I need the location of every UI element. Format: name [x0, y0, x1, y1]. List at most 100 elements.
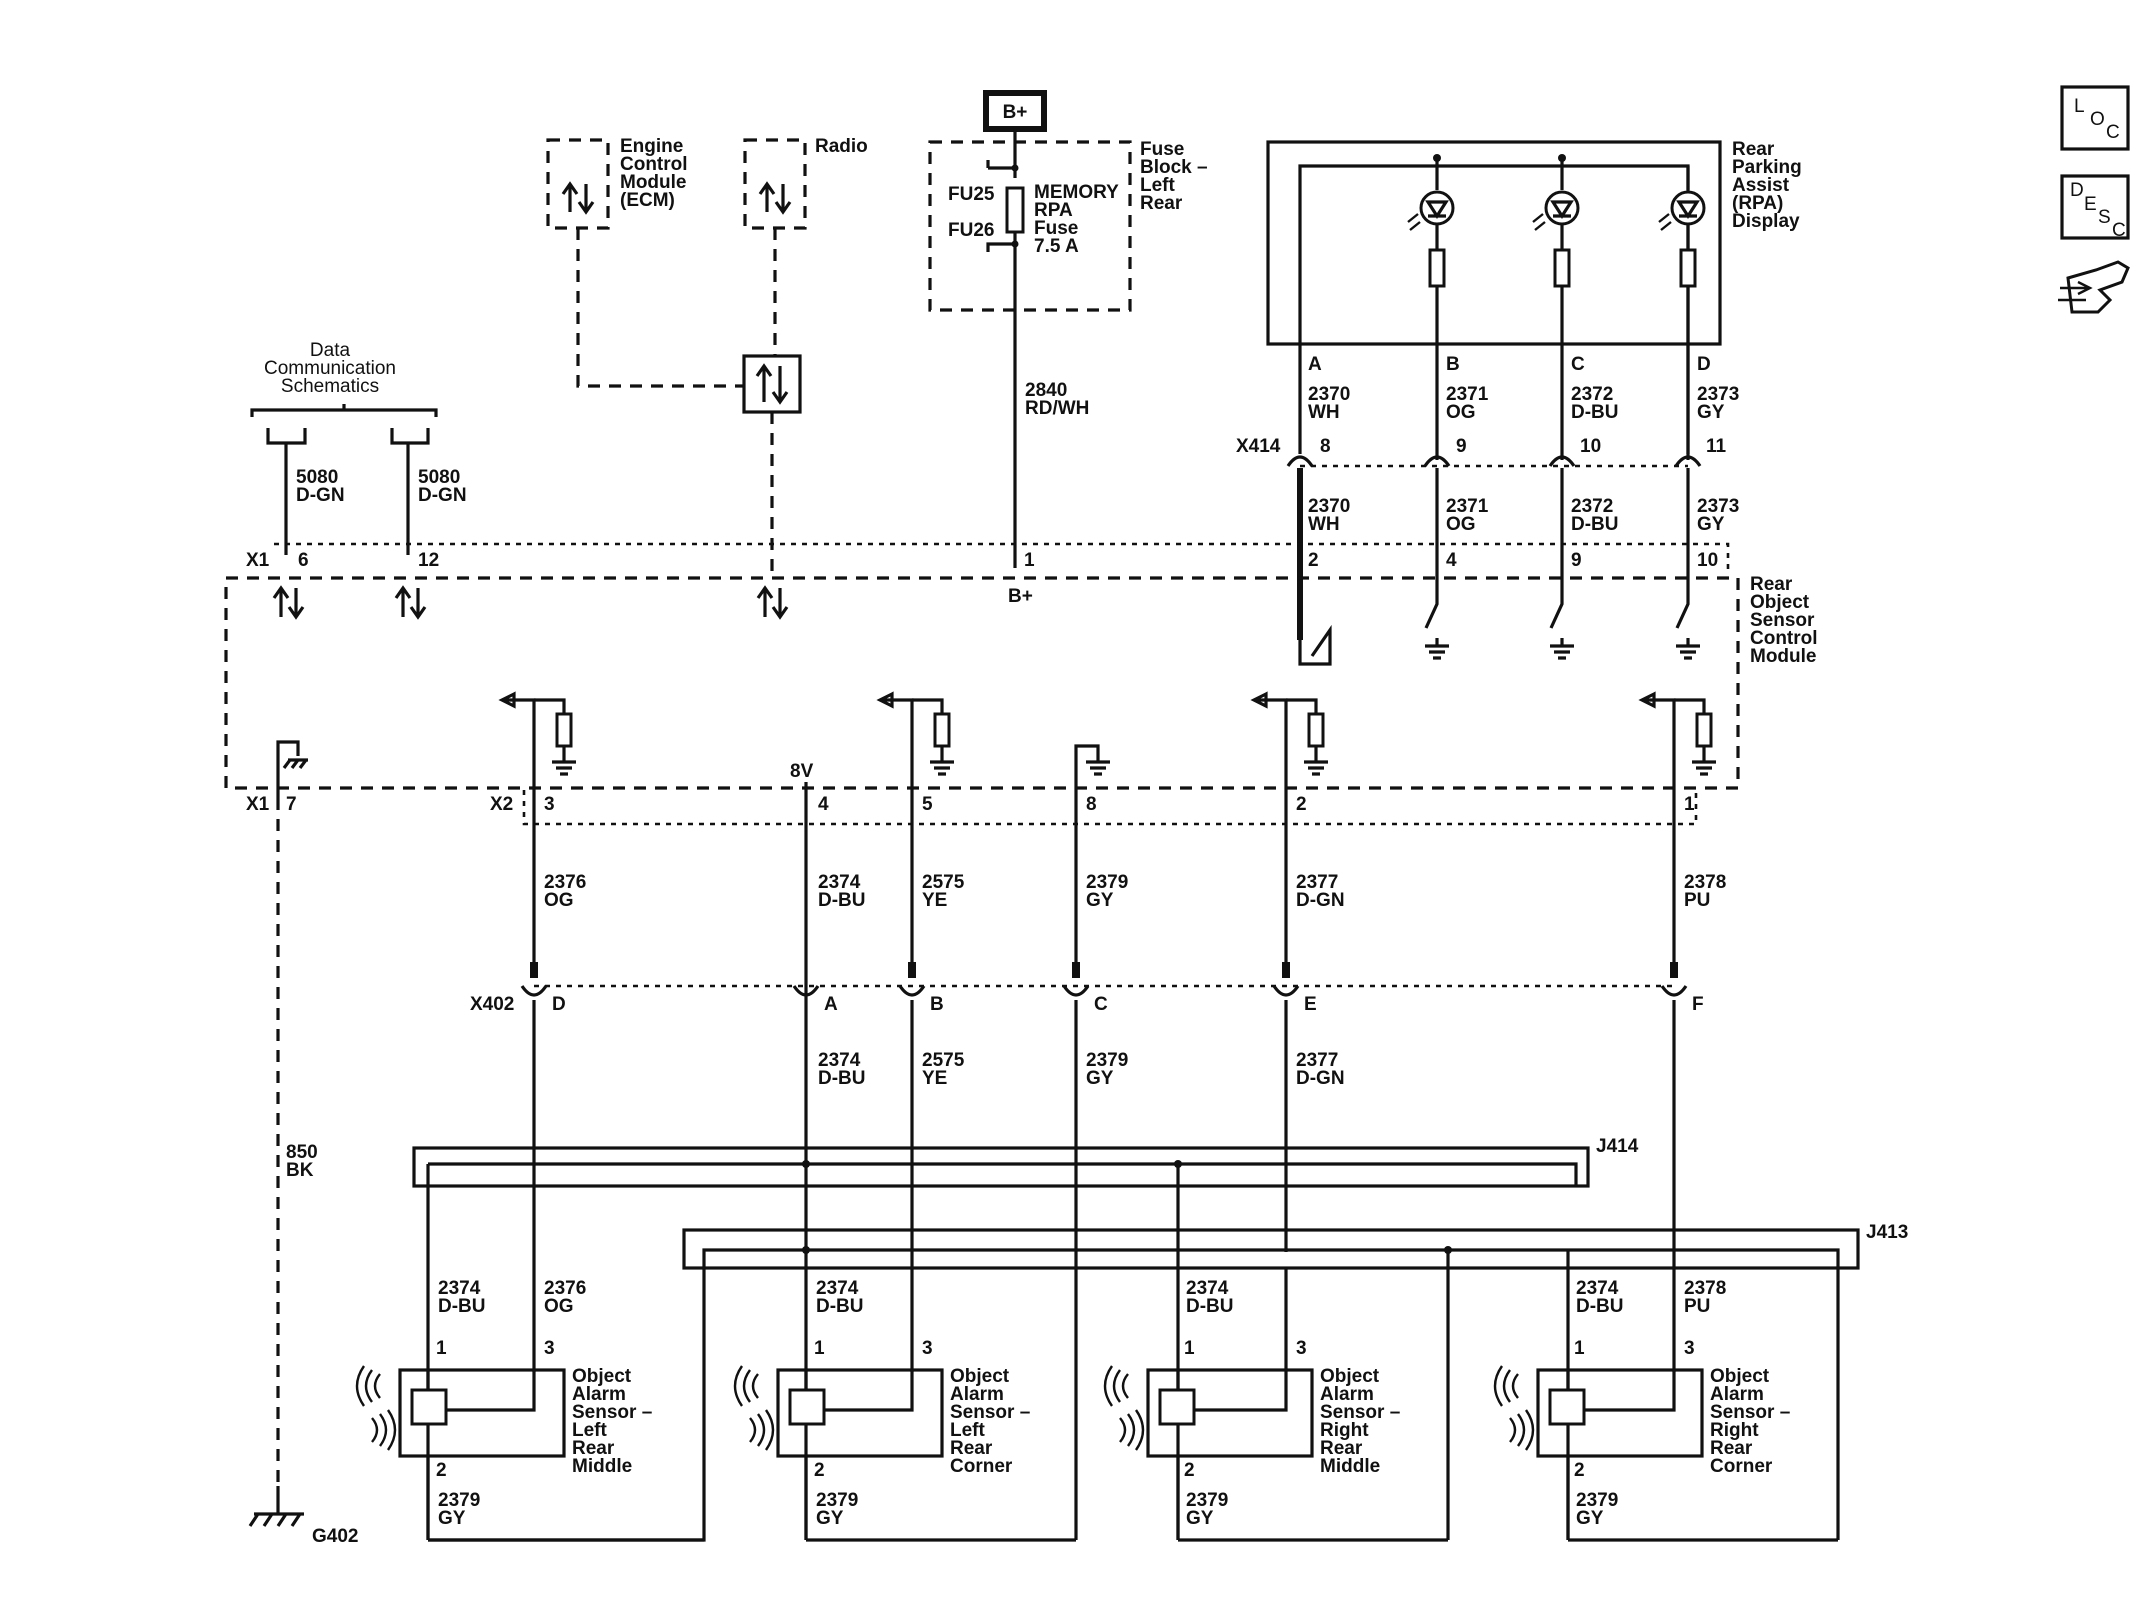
x1-top-label: X1 — [246, 550, 270, 571]
svg-text:2379: 2379 — [1576, 1490, 1618, 1511]
svg-text:1: 1 — [1184, 1338, 1195, 1359]
svg-text:Object: Object — [1320, 1366, 1380, 1387]
x2-wires — [532, 798, 1676, 962]
svg-text:Middle: Middle — [572, 1456, 632, 1477]
svg-text:E: E — [2084, 194, 2097, 215]
svg-text:Corner: Corner — [950, 1456, 1013, 1477]
svg-text:Object: Object — [950, 1366, 1010, 1387]
svg-text:Object: Object — [1710, 1366, 1770, 1387]
svg-text:OG: OG — [544, 890, 574, 911]
svg-text:Fuse: Fuse — [1140, 139, 1184, 160]
svg-text:PU: PU — [1684, 890, 1710, 911]
svg-text:2: 2 — [1184, 1460, 1195, 1481]
wire-5080-a-label: 5080 D-GN — [296, 467, 345, 506]
svg-text:1: 1 — [1684, 794, 1695, 815]
svg-text:2374: 2374 — [816, 1278, 859, 1299]
svg-text:C: C — [2112, 220, 2126, 241]
svg-text:D-BU: D-BU — [1571, 402, 1619, 423]
svg-text:1: 1 — [814, 1338, 825, 1359]
x1-bottom-label: X1 — [246, 794, 270, 815]
svg-text:E: E — [1304, 994, 1317, 1015]
svg-text:4: 4 — [1446, 550, 1457, 571]
svg-text:GY: GY — [1697, 402, 1725, 423]
svg-text:Parking: Parking — [1732, 157, 1802, 178]
j413-splice — [682, 1228, 1860, 1270]
x402-terminals — [520, 962, 1688, 997]
svg-text:3: 3 — [1684, 1338, 1695, 1359]
x402-wire-labels: 2374 D-BU 2575 YE 2379 GY 2377 D-GN — [818, 1050, 1345, 1089]
sensor-right-rear-corner — [1493, 1365, 1704, 1458]
svg-text:2372: 2372 — [1571, 496, 1613, 517]
svg-text:L: L — [2074, 96, 2085, 117]
svg-text:MEMORY: MEMORY — [1034, 182, 1119, 203]
svg-text:2: 2 — [814, 1460, 825, 1481]
svg-text:GY: GY — [1576, 1508, 1604, 1529]
svg-text:Fuse: Fuse — [1034, 218, 1078, 239]
svg-text:D-BU: D-BU — [816, 1296, 864, 1317]
led-2-icon — [1532, 190, 1580, 460]
gateway-arrows-icon — [755, 363, 789, 405]
description-icon[interactable]: D E S C — [2060, 174, 2130, 241]
svg-text:Module: Module — [620, 172, 687, 193]
svg-text:Data: Data — [310, 340, 351, 361]
module-arrows-3-icon — [756, 585, 789, 620]
svg-text:2371: 2371 — [1446, 384, 1489, 405]
svg-text:8: 8 — [1086, 794, 1097, 815]
svg-text:2374: 2374 — [1186, 1278, 1229, 1299]
ground-return-wires — [426, 1456, 1838, 1542]
rosm-box — [224, 576, 1740, 790]
svg-text:Communication: Communication — [264, 358, 396, 379]
rpa-pins: A B C D — [1308, 354, 1711, 375]
svg-text:BK: BK — [286, 1160, 314, 1181]
svg-text:Rear: Rear — [1732, 139, 1775, 160]
location-icon[interactable]: L O C — [2060, 85, 2130, 151]
sensor-right-rear-middle — [1103, 1365, 1314, 1458]
svg-text:D-GN: D-GN — [1296, 1068, 1345, 1089]
x402-pins: D A B C E F — [552, 994, 1704, 1015]
svg-text:Rear: Rear — [1320, 1438, 1363, 1459]
sensor-left-rear-corner — [733, 1365, 944, 1458]
svg-text:(RPA): (RPA) — [1732, 193, 1783, 214]
memory-rpa-fuse — [1005, 186, 1025, 234]
x2-pins: 3 4 5 8 2 1 — [544, 794, 1695, 815]
sensor-left-rear-middle — [355, 1365, 566, 1458]
svg-text:GY: GY — [1186, 1508, 1214, 1529]
svg-text:850: 850 — [286, 1142, 318, 1163]
svg-text:O: O — [2090, 109, 2105, 130]
pullup-pin2 — [1250, 691, 1328, 798]
svg-text:Left: Left — [1140, 175, 1176, 196]
svg-text:5080: 5080 — [296, 467, 338, 488]
svg-text:Rear: Rear — [1750, 574, 1793, 595]
svg-text:2373: 2373 — [1697, 496, 1739, 517]
svg-text:Left: Left — [572, 1420, 608, 1441]
svg-text:3: 3 — [544, 794, 555, 815]
svg-text:Object: Object — [572, 1366, 632, 1387]
radio-arrows-icon — [758, 181, 792, 215]
fu25-label: FU25 — [948, 184, 995, 205]
svg-text:2378: 2378 — [1684, 872, 1726, 893]
svg-text:GY: GY — [816, 1508, 844, 1529]
svg-text:YE: YE — [922, 890, 947, 911]
j414-splice — [412, 1146, 1590, 1188]
module-arrows-2-icon — [394, 585, 427, 620]
ecm-label: Engine Control Module (ECM) — [620, 136, 688, 211]
pullup-pin3 — [498, 691, 576, 798]
svg-text:2370: 2370 — [1308, 384, 1350, 405]
switch-pin2 — [1298, 624, 1332, 666]
svg-text:Middle: Middle — [1320, 1456, 1380, 1477]
svg-text:Right: Right — [1710, 1420, 1759, 1441]
repair-hand-icon[interactable] — [2058, 260, 2130, 314]
fu26-label: FU26 — [948, 220, 994, 241]
sensor-1-labels: 2374 D-BU 2376 OG 1 3 2 2379 GY Object A… — [436, 1278, 652, 1529]
fuse-block-box — [928, 140, 1132, 312]
svg-text:Control: Control — [620, 154, 688, 175]
svg-text:2374: 2374 — [1576, 1278, 1619, 1299]
x414-pins: 8 9 10 11 — [1320, 436, 1727, 457]
data-link-stub-2 — [390, 428, 430, 445]
svg-text:10: 10 — [1580, 436, 1601, 457]
svg-text:3: 3 — [922, 1338, 933, 1359]
x414-label: X414 — [1236, 436, 1281, 457]
svg-text:1: 1 — [1574, 1338, 1585, 1359]
svg-text:D: D — [552, 994, 566, 1015]
